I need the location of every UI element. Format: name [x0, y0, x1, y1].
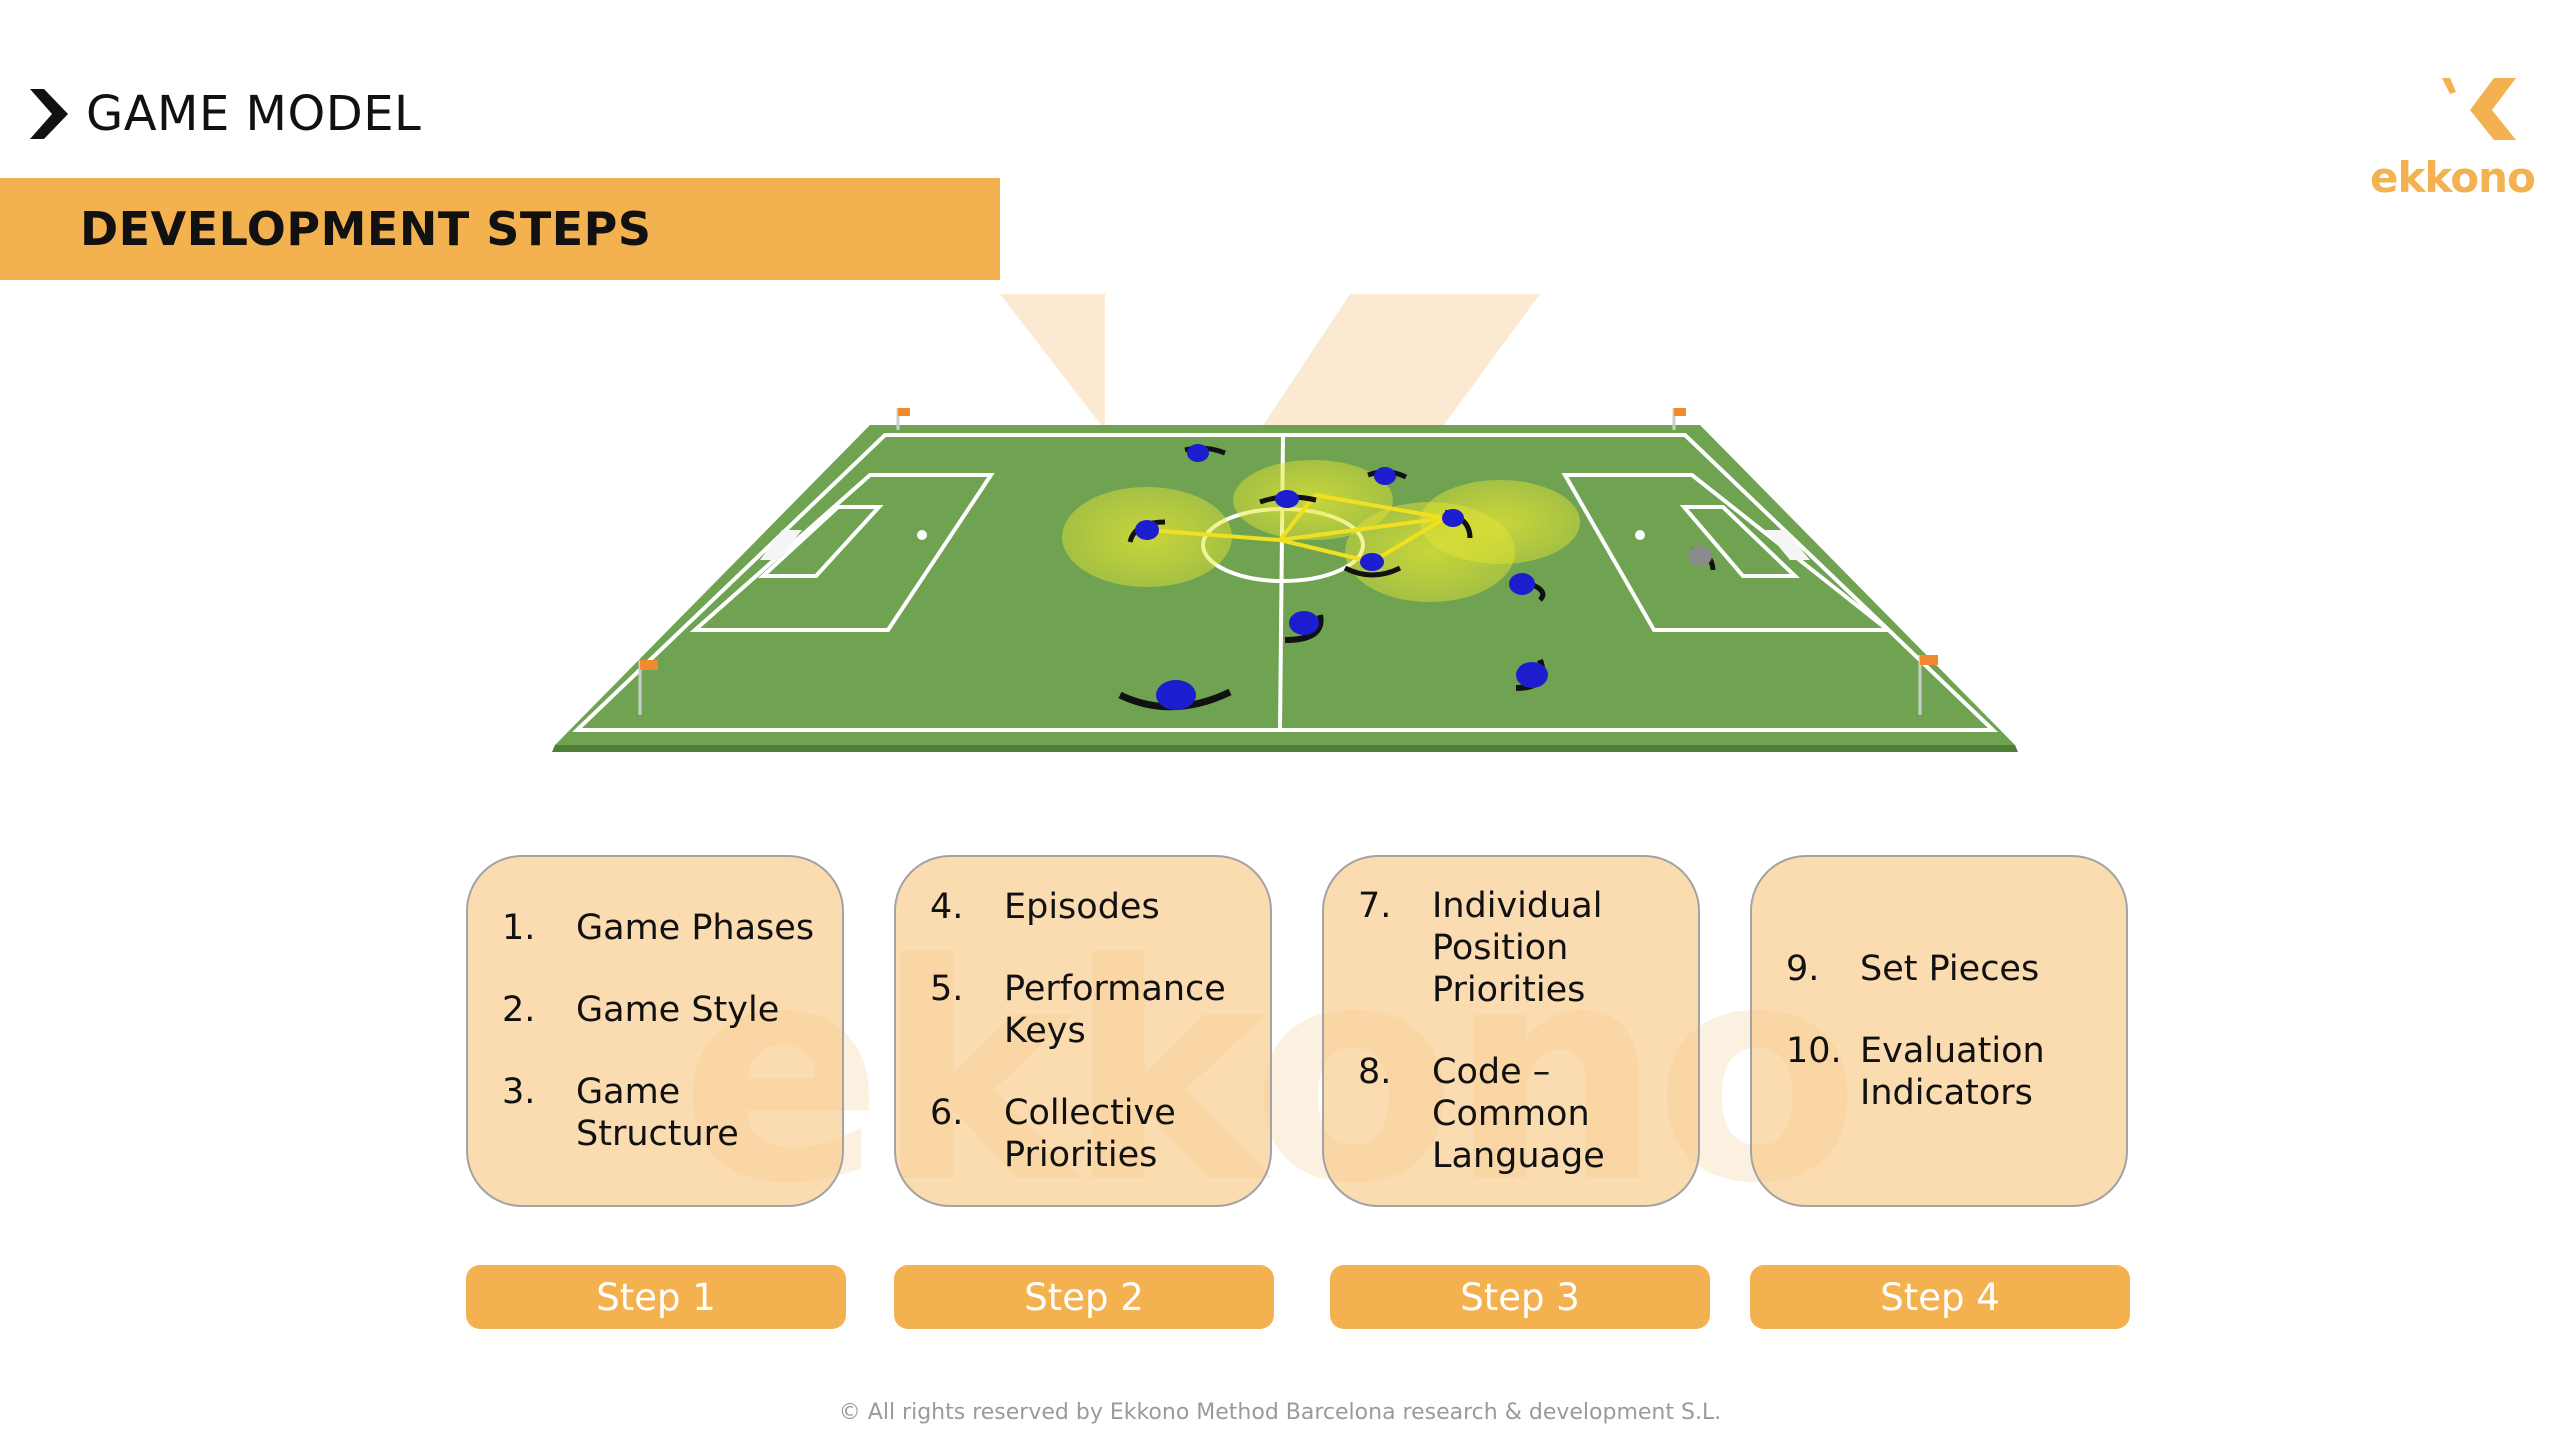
goalkeeper [1688, 546, 1716, 571]
copyright-footer: © All rights reserved by Ekkono Method B… [838, 1400, 1722, 1425]
player-8 [1284, 611, 1324, 643]
step-1-label: Step 1 [466, 1265, 846, 1329]
player-4 [1127, 519, 1166, 543]
background-chevron-right [1260, 294, 1540, 430]
card-list-item: 10. Evaluation Indicators [1786, 1030, 2106, 1114]
passing-lines [1146, 493, 1447, 564]
penalty-spot-right [1635, 530, 1645, 540]
card-list-item: 9. Set Pieces [1786, 948, 2106, 990]
item-text: Individual Position Priorities [1432, 886, 1603, 1010]
pitch-edge [552, 745, 2018, 752]
item-number: 3. [502, 1072, 536, 1112]
player-1 [1184, 444, 1226, 462]
player-5 [1442, 509, 1473, 539]
item-text: Collective Priorities [1004, 1093, 1176, 1175]
pitch-grass [555, 425, 2015, 745]
development-steps-cards: 1. Game Phases 2. Game Style 3. Game Struct… [466, 855, 2136, 1210]
card-list-item: 3. Game Structure [502, 1071, 822, 1155]
card-step-1: 1. Game Phases 2. Game Style 3. Game Struct… [466, 855, 844, 1207]
goal-left [760, 530, 802, 560]
logo-text: ekkono [2370, 153, 2536, 202]
card-list-item: 4. Episodes [930, 886, 1250, 928]
goal-right [1765, 530, 1810, 560]
item-text: Set Pieces [1860, 949, 2040, 989]
item-text: Game Style [576, 990, 780, 1030]
step-4-label: Step 4 [1750, 1265, 2130, 1329]
item-number: 5. [930, 969, 964, 1009]
player-10 [1515, 658, 1548, 691]
card-list-item: 6. Collective Priorities [930, 1092, 1250, 1176]
item-number: 1. [502, 908, 536, 948]
background-chevron-left [1000, 294, 1105, 430]
card-list-item: 5. Performance Keys [930, 968, 1250, 1052]
players [1118, 444, 1716, 711]
item-text: Evaluation Indicators [1860, 1031, 2045, 1113]
item-text: Episodes [1004, 887, 1160, 927]
player-3 [1259, 490, 1317, 508]
item-number: 10. [1786, 1031, 1842, 1071]
card-step-2: 4. Episodes 5. Performance Keys 6. Collecti… [894, 855, 1272, 1207]
item-text: Performance Keys [1004, 969, 1226, 1051]
card-list-item: 7. Individual Position Priorities [1358, 885, 1678, 1011]
item-number: 9. [1786, 949, 1820, 989]
page-title: GAME MODEL [86, 86, 422, 142]
penalty-spot-left [917, 530, 927, 540]
item-number: 7. [1358, 886, 1392, 926]
pitch-lines [572, 433, 1998, 732]
step-2-label: Step 2 [894, 1265, 1274, 1329]
item-number: 2. [502, 990, 536, 1030]
card-list-item: 1. Game Phases [502, 907, 822, 949]
ekkono-logo: ekkono [2370, 72, 2536, 202]
section-title: DEVELOPMENT STEPS [80, 202, 652, 256]
item-number: 4. [930, 887, 964, 927]
item-number: 6. [930, 1093, 964, 1133]
step-3-label: Step 3 [1330, 1265, 1710, 1329]
player-2 [1367, 467, 1408, 485]
item-text: Code – Common Language [1432, 1052, 1605, 1176]
item-text: Game Structure [576, 1072, 739, 1154]
section-banner: DEVELOPMENT STEPS [0, 178, 1000, 280]
card-step-4: 9. Set Pieces 10. Evaluation Indicators [1750, 855, 2128, 1207]
football-pitch-diagram [552, 294, 2018, 752]
player-9 [1118, 680, 1232, 711]
player-6 [1343, 553, 1402, 578]
chevron-right-icon [30, 89, 68, 139]
card-step-3: 7. Individual Position Priorities 8. Code … [1322, 855, 1700, 1207]
page-header: GAME MODEL [30, 86, 421, 142]
card-list-item: 8. Code – Common Language [1358, 1051, 1678, 1177]
player-7 [1509, 573, 1546, 602]
ekkono-k-mark-icon [2442, 78, 2516, 140]
item-text: Game Phases [576, 908, 815, 948]
item-number: 8. [1358, 1052, 1392, 1092]
card-list-item: 2. Game Style [502, 989, 822, 1031]
corner-flags [638, 408, 1938, 715]
